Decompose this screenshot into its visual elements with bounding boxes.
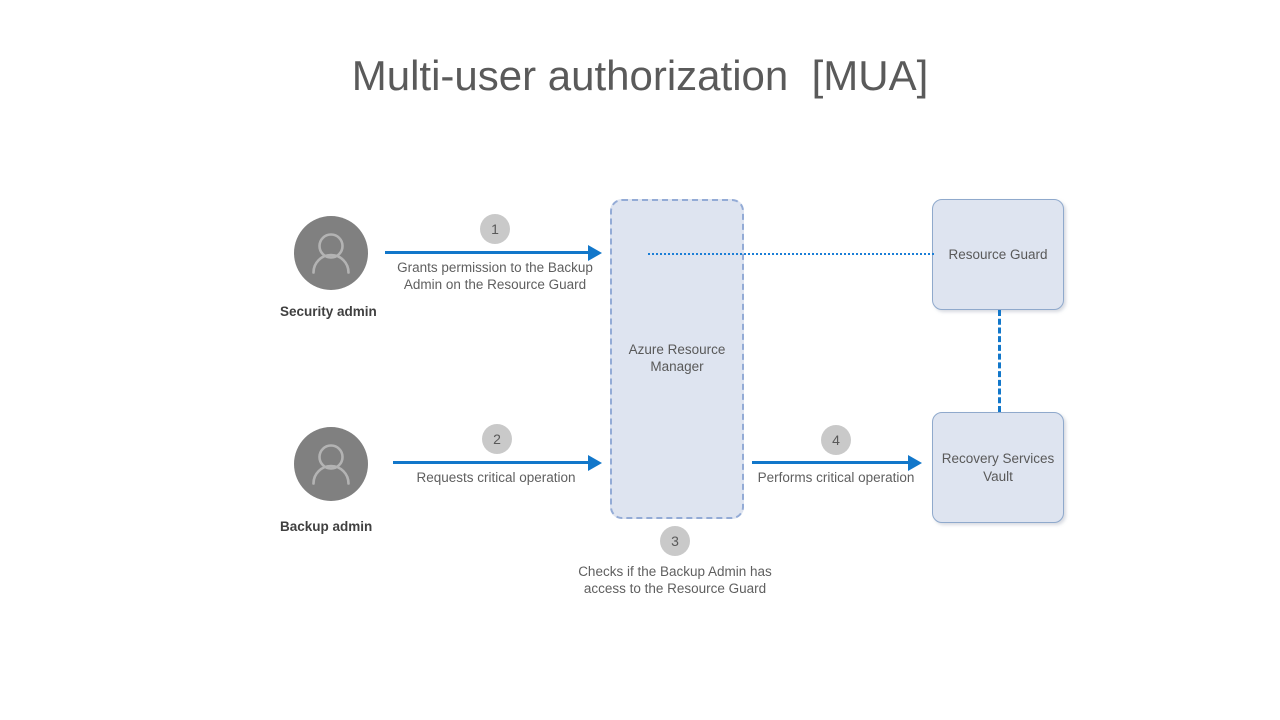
arrow-step-2-line [393,461,590,464]
page-title: Multi-user authorization [MUA] [351,52,929,99]
arrow-step-4-head [908,454,922,471]
step-badge-4: 4 [821,425,851,455]
arrow-step-2-head [588,454,602,471]
step-badge-2: 2 [482,424,512,454]
node-label-resource-guard: Resource Guard [948,246,1048,262]
person-avatar-icon [312,233,350,274]
avatar-backup-admin [294,427,368,501]
step-caption-3: Checks if the Backup Admin has access to… [578,564,772,596]
connector-resource-guard-to-vault [998,310,1001,412]
node-recovery-services-vault[interactable]: Recovery Services Vault [932,412,1064,523]
actor-label-backup-admin: Backup admin [280,519,373,534]
arrow-step-1-line [385,251,590,254]
step-badge-1: 1 [480,214,510,244]
arrow-step-4-line [752,461,910,464]
step-badge-3: 3 [660,526,690,556]
arrow-step-1-head [588,244,602,261]
person-avatar-icon [312,444,350,485]
step-caption-2: Requests critical operation [416,470,576,485]
node-azure-resource-manager[interactable]: Azure Resource Manager [610,199,744,519]
avatar-security-admin [294,216,368,290]
actor-label-security-admin: Security admin [280,304,377,319]
step-caption-1: Grants permission to the Backup Admin on… [397,260,593,292]
node-label-azure-resource-manager: Azure Resource Manager [628,341,726,375]
node-label-recovery-services-vault: Recovery Services Vault [941,451,1055,484]
node-resource-guard[interactable]: Resource Guard [932,199,1064,310]
step-caption-4: Performs critical operation [757,470,915,485]
connector-arm-to-resource-guard [648,253,934,255]
